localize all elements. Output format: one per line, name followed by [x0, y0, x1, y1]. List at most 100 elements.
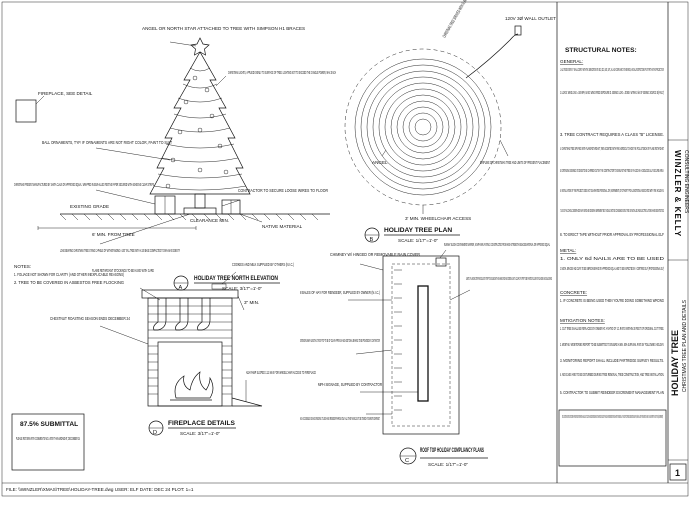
dripline — [344, 48, 502, 206]
power-cord — [465, 33, 519, 79]
general-note-2: 2. LOADS: WIND LOAD = 180 MPH; BASIC WIN… — [560, 90, 664, 95]
note-1: 1. FOLIAGE NOT SHOWN FOR CLARITY (AND OT… — [14, 272, 124, 277]
structural-title: STRUCTURAL NOTES: — [565, 47, 637, 54]
existing-grade: EXISTING GRADE — [70, 204, 109, 209]
ramp-note: ADA RAMP SLOPED 1:12 MAX FOR WHEELCHAIR … — [246, 370, 316, 375]
stocking-icon — [175, 298, 189, 331]
general-note-8: 8. TO ERECT TAPE WITHOUT PRIOR APPROVAL … — [560, 232, 664, 237]
general-heading: GENERAL: — [560, 59, 583, 64]
contractor-note: CONTRACTOR TO SECURE LOOSE WIRES TO FLOO… — [238, 188, 329, 193]
sheet-number-box — [669, 463, 687, 481]
outlet-icon — [514, 25, 522, 36]
fire-icon — [174, 371, 214, 399]
general-note-1: 1. ALL TREES OVER 6'-0" SHALL COMPLY WIT… — [560, 67, 664, 72]
roof-outline — [382, 255, 460, 435]
general-note-6: 6. INSTALLATION OF THE PROJECT DOES NOT … — [560, 188, 664, 193]
balls-note: BALL ORNAMENTS, TYP. IF ORNAMENTS ARE NO… — [42, 140, 172, 145]
landing-strip — [417, 285, 429, 402]
general-note-3: 3. TREE CONTRACT REQUIRES A CLASS "B" LI… — [560, 132, 664, 137]
submittal-body: PLEASE RETURN WITH COMMENTS NO LATER THA… — [16, 436, 80, 441]
three-min: 3" MIN. — [244, 300, 259, 305]
roof-title: ROOF TOP HOLIDAY COMPLIANCY PLANS — [420, 447, 484, 454]
min-from-tree: 6' MIN. FROM TREE — [92, 232, 135, 237]
cookies-note: COOKIES AND MILK SUPPLIED BY OTHERS (N.I… — [232, 262, 294, 267]
mitigation-note-4: 4. NO ELVES ARE TO BE DISTURBED DURING T… — [560, 372, 664, 377]
limits-note: LIMITS OF LANDING STRIP. MODULE OF STRIP… — [466, 276, 552, 281]
chestnut-note: CHESTNUT ROASTING SEASON ENDS DECEMBER 2… — [50, 316, 130, 321]
native-material: NATIVE MATERIAL — [262, 224, 303, 229]
mitigation-note-2: 2. MONTHLY MONITORING REPORT TO BE SUBMI… — [560, 342, 664, 347]
note-2: 2. TREE TO BE COVERED IN ASBESTOS FREE F… — [14, 280, 124, 285]
tree-plan-title: HOLIDAY TREE PLAN — [384, 227, 452, 234]
mitigation-note-1: 1. CUT TREE SHALL BE REPLACED BY OWNER A… — [560, 326, 664, 331]
tree-plan-rings — [354, 58, 492, 196]
ada-ramp — [231, 397, 263, 407]
dripline-note: DRIPLINE OF CHRISTMAS TREE AND LIMITS OF… — [480, 160, 550, 165]
lights-note: CHRISTMAS LIGHTS, APPLIED EVENLY TO SURF… — [228, 70, 336, 75]
angel-label: ANGEL — [372, 160, 388, 165]
chimney-icon — [435, 257, 447, 267]
outlet-label: 120V 3Ø WALL OUTLET — [505, 16, 556, 21]
star-note: ANGEL OR NORTH STAR ATTACHED TO TREE WIT… — [142, 26, 305, 31]
metal-heading: METAL: — [560, 248, 576, 253]
submittal-title: 87.5% SUBMITTAL — [20, 421, 78, 428]
ring-note: CHRISTMAS TREE SPRAYED WITH FLAME RETARD… — [442, 0, 476, 39]
chimney-note: CHIMNEY W/ HINGED OR REMOVABLE RAIN COVE… — [330, 252, 421, 257]
location-note-box — [558, 409, 667, 467]
tree-elevation: ANGEL OR NORTH STAR ATTACHED TO TREE WIT… — [14, 26, 336, 291]
fireplace-note: FIREPLACE, SEE DETAIL — [38, 91, 93, 96]
mantel — [141, 289, 239, 299]
roof-scale: SCALE: 1/17"=1'-0" — [428, 462, 468, 467]
extend-note: EXTEND RUNWAY LENGTH 10' ROOF TOP TO BE … — [300, 338, 380, 343]
mph-note: MPH SIGNAGE, SUPPLIED BY CONTRACTOR — [318, 382, 382, 387]
firm-name: WINZLER & KELLY — [673, 150, 682, 238]
tree-elevation-title: HOLIDAY TREE NORTH ELEVATION — [194, 275, 278, 282]
notes-label: NOTES: — [14, 264, 31, 269]
clearance-label: CLEARANCE MIN. — [190, 218, 229, 223]
fireplace-scale: SCALE: 3/17"=1'-0" — [180, 431, 220, 436]
roof-plan: RUNWAY SLEIGH CONTAINMENT BARRIER, 60 MP… — [300, 242, 552, 467]
firebox — [157, 341, 223, 407]
ada-note: ADA ACCESSIBLE SIGNAGE READING: "SLEIGH … — [300, 416, 380, 421]
sheet-number: 1 — [675, 468, 680, 478]
presents-note: CHRISTMAS PRESENT MANUFACTURED BY SANTA … — [14, 182, 154, 187]
bales-note: 8 BALES OF HAY FOR REINDEER, SUPPLIED BY… — [300, 290, 380, 295]
cookies-icon — [211, 283, 227, 290]
ref-b: B — [370, 237, 374, 243]
project-sub: CHRISTMAS TREE PLAN AND DETAILS — [682, 300, 688, 393]
mitigation-heading: MITIGATION NOTES: — [560, 318, 605, 323]
sheet-border — [1, 1, 689, 497]
general-note-5: 5. EXTENSIVE SEISMIC STUDIES TO BE CARRI… — [560, 168, 664, 173]
title-block: 1 — [668, 139, 688, 481]
plot-footer: FILE: \\WINZLER\XMAS\TREE\HOLIDAY-TREE.d… — [6, 487, 194, 492]
project-name: HOLIDAY TREE — [670, 330, 680, 397]
runway-note: RUNWAY SLEIGH CONTAINMENT BARRIER, 60 MP… — [444, 242, 550, 247]
metal-note-2: 2. METAL BRACES AND CLIPS TO BE SIMPSON … — [560, 266, 664, 271]
general-note-4: 4. CHRISTMAS TREE SPRAYED WITH FLAME RET… — [560, 146, 664, 151]
general-note-7: 7. USE OF ALCOHOLIC BEVERAGES MAY INCREA… — [560, 208, 664, 213]
fireplace-title: FIREPLACE DETAILS — [168, 420, 236, 427]
submittal-box: 87.5% SUBMITTAL PLEASE RETURN WITH COMME… — [11, 413, 85, 471]
metal-note-1: 1. ONLY 6d NAILS ARE TO BE USED — [560, 256, 665, 261]
stocking-icon — [197, 298, 211, 331]
wheelchair-label: 3' MIN. WHEELCHAIR ACCESS — [405, 216, 471, 221]
tree-elevation-scale: SCALE: 3/17"=1'-0" — [222, 286, 262, 291]
ref-a: A — [179, 285, 183, 291]
stocking-icon — [153, 298, 167, 331]
ref-c: C — [405, 458, 409, 464]
tree-plan-scale: SCALE: 1/17"=1'-0" — [398, 238, 438, 243]
ref-d: D — [153, 430, 157, 436]
fireplace-stub — [15, 99, 37, 123]
concrete-heading: CONCRETE: — [560, 290, 587, 295]
location-note: NOTE: LOCATION OF EXISTING STRUCTURES AR… — [562, 414, 663, 419]
tree-plan: 120V 3Ø WALL OUTLET ANGEL CHRISTMAS TREE… — [344, 0, 556, 243]
flame-note: FLAME RETARDANT STOCKINGS TO BE HUNG WIT… — [92, 268, 154, 273]
structural-notes: STRUCTURAL NOTES: GENERAL: 1. ALL TREES … — [558, 47, 667, 467]
fireplace-detail: FLAME RETARDANT STOCKINGS TO BE HUNG WIT… — [50, 262, 316, 436]
mitigation-note-3: 3. MONITORING REPORT SHALL INCLUDE PARTR… — [560, 358, 664, 363]
mitigation-note-5: 5. CONTRACTOR TO SUBMIT REINDEER EXCREME… — [560, 390, 664, 395]
stand-note: LOAD BEARING CHRISTMAS TREE STAND CAPABL… — [60, 248, 180, 253]
concrete-note-1: 1. IF CONCRETE IS BEING USED THEN YOU'RE… — [560, 298, 664, 303]
firm-sub: CONSULTING ENGINEERS — [683, 150, 689, 214]
